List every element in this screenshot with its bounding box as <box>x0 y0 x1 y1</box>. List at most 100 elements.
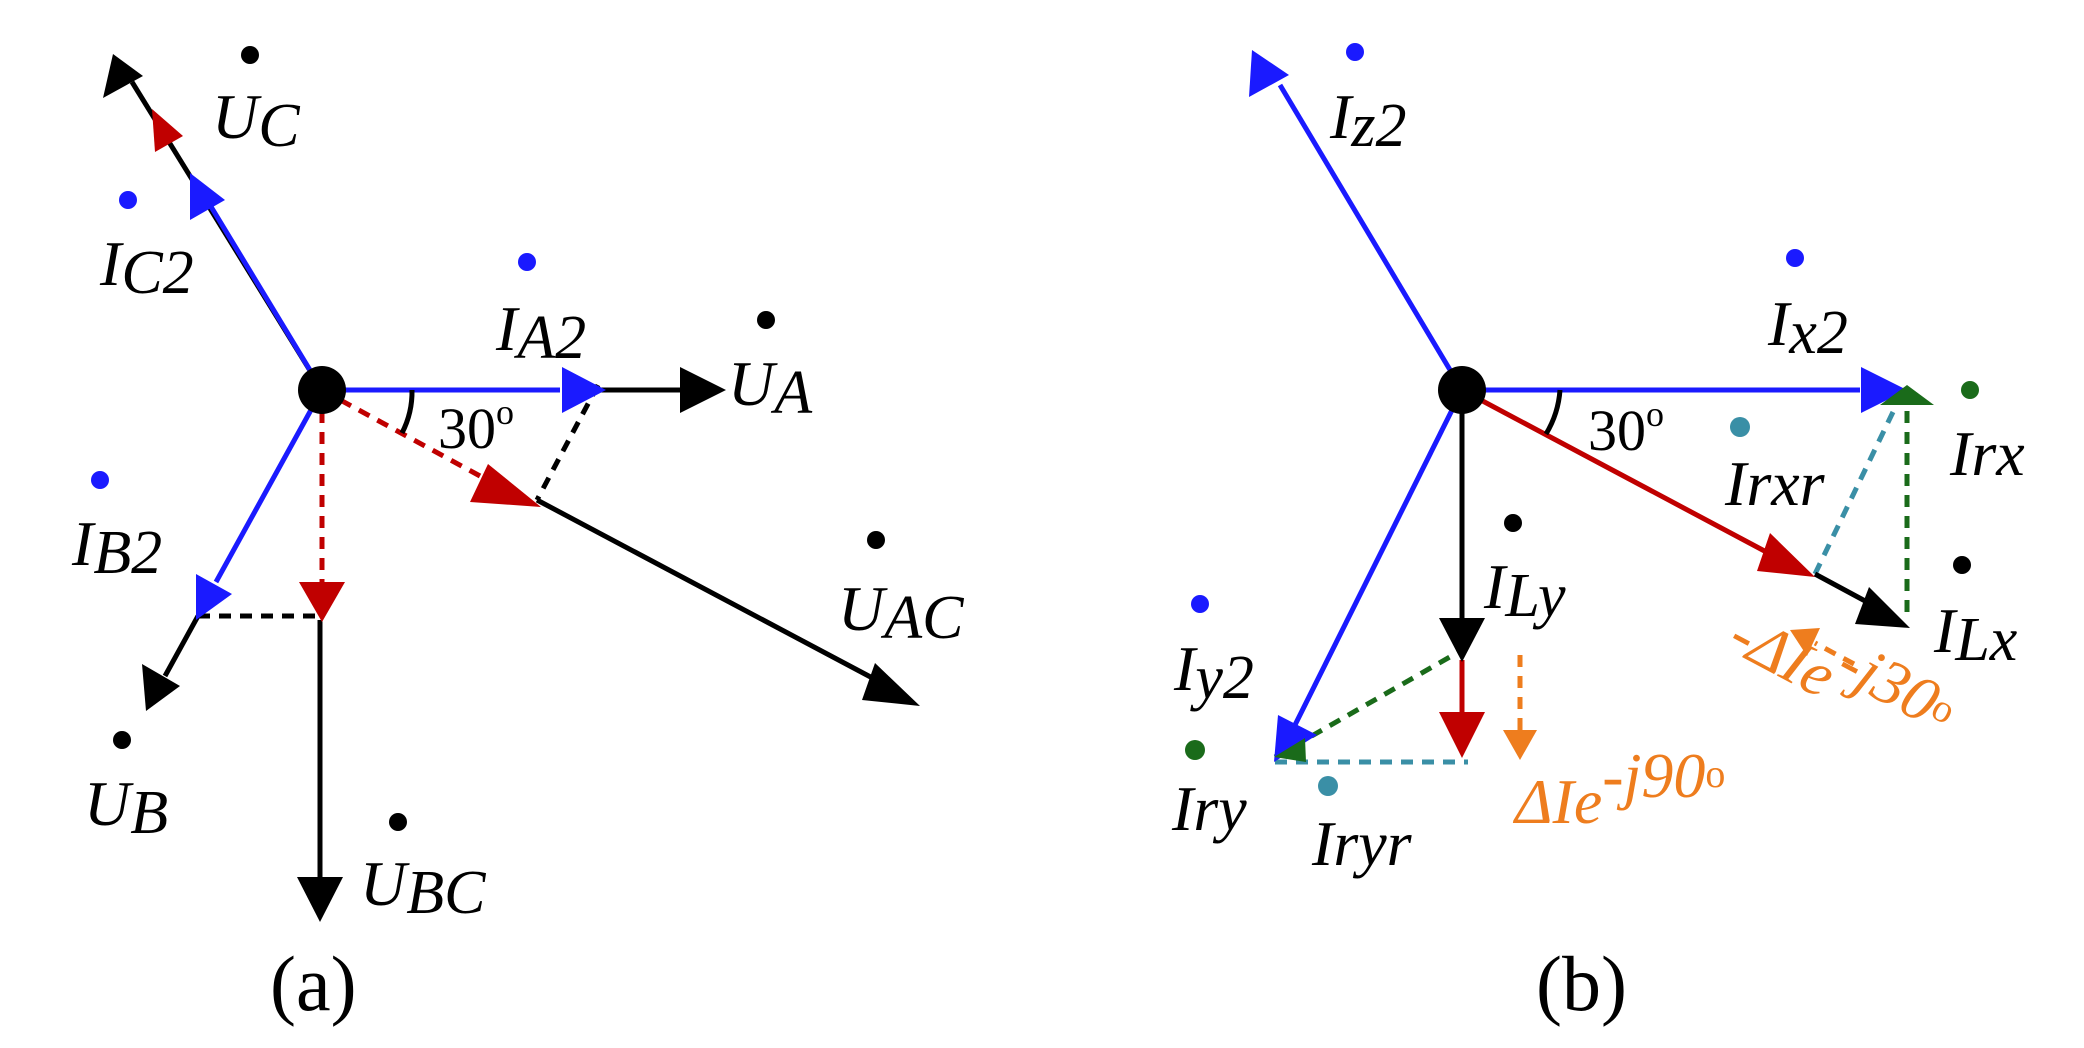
label-irxr: Irxr <box>1724 417 1826 519</box>
label-iy2: Iy2 <box>1173 595 1254 712</box>
svg-text:UA: UA <box>728 348 813 427</box>
ia2-arrowhead <box>562 367 606 413</box>
svg-text:-ΔIe-j30o: -ΔIe-j30o <box>1718 575 1968 769</box>
irx-arrowhead <box>1880 385 1934 405</box>
svg-text:UBC: UBC <box>360 848 486 927</box>
ic2-line <box>207 203 325 392</box>
svg-text:Iz2: Iz2 <box>1329 81 1406 160</box>
iy2-dot <box>1191 595 1209 613</box>
label-ub: UB <box>84 731 168 847</box>
angle-arc <box>399 389 415 435</box>
ilx-arrowhead <box>1855 587 1910 628</box>
ix2-dot <box>1786 249 1804 267</box>
label-uc: UC <box>212 46 300 160</box>
ia2-dot <box>518 253 536 271</box>
svg-text:IC2: IC2 <box>99 228 194 307</box>
label-iryr: Iryr <box>1311 776 1413 879</box>
caption-a: (a) <box>270 940 357 1027</box>
iy2-line <box>1292 388 1465 727</box>
ubc-arrowhead <box>297 877 343 922</box>
uc-red-arrowhead <box>152 109 183 152</box>
svg-text:UC: UC <box>212 81 300 160</box>
irxr-red-line <box>1460 387 1774 558</box>
ily-arrowhead <box>1439 618 1485 662</box>
label-ua: UA <box>728 311 813 427</box>
uac-arrowhead <box>862 663 920 706</box>
label-irx: Irx <box>1949 381 2025 489</box>
label-ic2: IC2 <box>99 191 194 307</box>
angle-arc <box>1543 389 1563 436</box>
ua-dot <box>757 311 775 329</box>
svg-text:Irx: Irx <box>1949 418 2025 489</box>
label-iz2: Iz2 <box>1329 43 1406 160</box>
uc-dot <box>241 46 259 64</box>
label-ubc: UBC <box>360 813 486 927</box>
svg-text:Iry: Iry <box>1171 773 1247 844</box>
ub-dot <box>113 731 131 749</box>
red-diag-arrowhead <box>470 464 541 507</box>
iz2-dot <box>1346 43 1364 61</box>
orange-90-arrowhead <box>1503 730 1537 760</box>
ib2-line <box>213 388 325 584</box>
irx-dot <box>1961 381 1979 399</box>
iry-arrowhead <box>1274 738 1306 762</box>
dash-green-y <box>1273 647 1464 760</box>
dash-orange-30 <box>1813 640 1856 667</box>
irxr-dot <box>1730 417 1750 437</box>
iz2-arrowhead <box>1249 50 1289 97</box>
svg-text:ΔIe-j90o: ΔIe-j90o <box>1512 740 1725 837</box>
ilx-dot <box>1953 556 1971 574</box>
ic2-arrowhead <box>190 173 225 220</box>
ib2-arrowhead <box>196 574 232 620</box>
ub-line <box>162 614 201 678</box>
ic2-dot <box>119 191 137 209</box>
svg-text:Iryr: Iryr <box>1311 808 1413 879</box>
ix2-arrowhead <box>1861 367 1907 413</box>
dash-teal-x <box>1812 410 1896 576</box>
label-ib2: IB2 <box>71 471 162 587</box>
svg-text:Ix2: Ix2 <box>1767 288 1848 367</box>
caption-b: (b) <box>1536 940 1627 1027</box>
iryr-arrowhead <box>1439 712 1485 758</box>
panel-b: 30o Iz2 Ix2 Irx Irxr ILy ILx Iy2 <box>1171 43 2025 1027</box>
origin-dot <box>298 366 346 414</box>
iryr-dot <box>1318 776 1338 796</box>
ily-dot <box>1504 514 1522 532</box>
red-vert-arrowhead <box>299 582 345 622</box>
dash-black-ia-uac <box>534 383 601 502</box>
origin-dot <box>1438 366 1486 414</box>
iry-dot <box>1185 740 1205 760</box>
svg-text:IB2: IB2 <box>71 508 162 587</box>
label-delta-90: ΔIe-j90o <box>1512 740 1725 837</box>
orange-30-arrowhead <box>1790 628 1820 656</box>
label-ia2: IA2 <box>495 253 586 372</box>
svg-text:UAC: UAC <box>838 573 964 652</box>
angle-label: 30o <box>438 392 514 461</box>
svg-text:ILx: ILx <box>1933 595 2018 674</box>
panel-a: 30o UC IC2 IA2 UA IB2 UB UAC <box>71 46 964 1027</box>
iy2-arrowhead <box>1274 715 1317 762</box>
ib2-dot <box>91 471 109 489</box>
svg-text:Iy2: Iy2 <box>1173 633 1254 712</box>
label-ily: ILy <box>1483 514 1566 630</box>
uac-line <box>535 497 882 685</box>
ua-arrowhead <box>680 367 726 413</box>
label-ix2: Ix2 <box>1767 249 1848 367</box>
label-delta-30: -ΔIe-j30o <box>1718 575 1968 769</box>
svg-text:IA2: IA2 <box>495 293 586 372</box>
label-iry: Iry <box>1171 740 1247 844</box>
irxr-red-arrowhead <box>1757 533 1815 577</box>
dash-red-diagonal <box>320 387 482 479</box>
label-ilx: ILx <box>1933 556 2018 674</box>
ub-arrowhead <box>142 664 180 711</box>
ubc-dot <box>389 813 407 831</box>
angle-label: 30o <box>1588 394 1664 463</box>
iz2-line <box>1277 83 1465 392</box>
svg-text:ILy: ILy <box>1483 551 1566 630</box>
uc-arrowhead <box>103 54 143 98</box>
svg-text:UB: UB <box>84 768 168 847</box>
label-uac: UAC <box>838 531 964 652</box>
uac-dot <box>867 531 885 549</box>
svg-text:Irxr: Irxr <box>1724 448 1826 519</box>
